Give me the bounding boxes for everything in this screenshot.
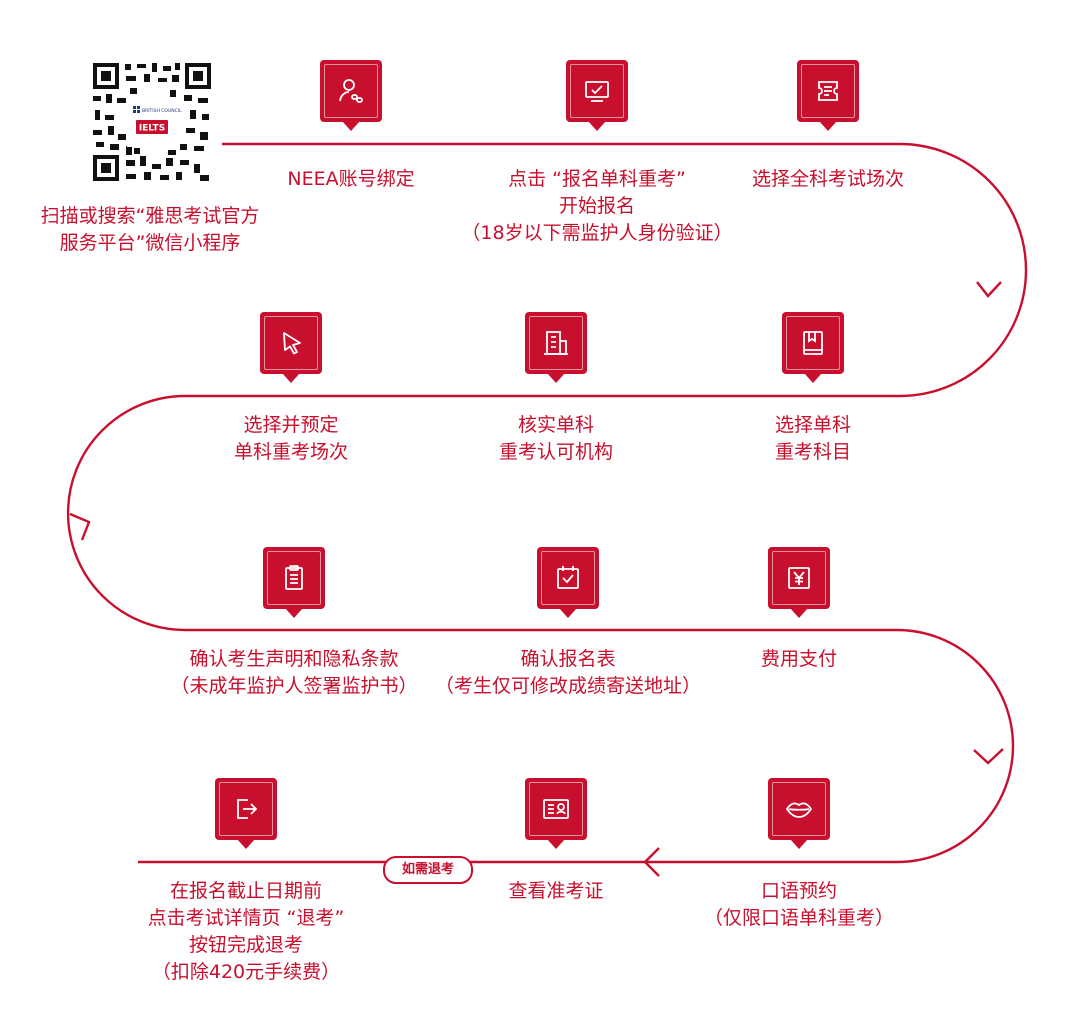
- id-card-icon: [543, 799, 569, 819]
- step-label-line: 在报名截止日期前: [169, 880, 322, 902]
- step-speaking-label: 口语预约 （仅限口语单科重考）: [589, 878, 1009, 932]
- step-confirm-statement-badge: [263, 547, 325, 618]
- step-label-line: 查看准考证: [508, 880, 604, 902]
- refund-tag: 如需退考: [383, 856, 473, 884]
- step-confirm-statement-label: 确认考生声明和隐私条款 （未成年监护人签署监护书）: [84, 646, 504, 700]
- step-select-subject-label: 选择单科 重考科目: [603, 412, 1023, 466]
- user-link-icon: [339, 79, 363, 103]
- step-confirm-form-badge: [537, 547, 599, 618]
- flow-arrow-down-right-icon: [973, 748, 1004, 765]
- step-select-full-label: 选择全科考试场次: [618, 166, 1038, 193]
- step-register-label: 点击 “报名单科重考” 开始报名 （18岁以下需监护人身份验证）: [387, 166, 807, 247]
- qr-code: BRITISH COUNCIL IELTS: [90, 60, 214, 184]
- step-withdraw-badge: [215, 778, 277, 849]
- lips-icon: [785, 802, 813, 818]
- step-admission-badge: [525, 778, 587, 849]
- step-confirm-form-label: 确认报名表 （考生仅可修改成绩寄送地址）: [358, 646, 778, 700]
- step-label-line: 单科重考场次: [233, 441, 348, 463]
- flow-arrow-down-left-icon: [69, 512, 91, 541]
- clipboard-icon: [285, 565, 303, 590]
- building-icon: [544, 331, 568, 355]
- step-label-line: 口语预约: [760, 880, 837, 902]
- step-label-line: （考生仅可修改成绩寄送地址）: [434, 675, 701, 697]
- svg-text:IELTS: IELTS: [139, 124, 165, 134]
- step-label-line: 选择全科考试场次: [751, 168, 904, 190]
- step-account-badge: [320, 60, 382, 131]
- step-register-badge: [566, 60, 628, 131]
- step-label-line: 重考认可机构: [498, 441, 613, 463]
- ticket-icon: [818, 81, 838, 101]
- qr-caption: 扫描或搜索“雅思考试官方 服务平台”微信小程序: [0, 203, 300, 257]
- step-verify-center-badge: [525, 312, 587, 383]
- calendar-check-icon: [557, 566, 579, 589]
- qr-code-icon: BRITISH COUNCIL IELTS: [90, 60, 214, 184]
- monitor-check-icon: [585, 81, 609, 102]
- step-label-line: （18岁以下需监护人身份验证）: [461, 222, 733, 244]
- step-select-full-badge: [797, 60, 859, 131]
- qr-caption-line: 扫描或搜索“雅思考试官方: [40, 205, 260, 227]
- step-label-line: 开始报名: [558, 195, 635, 217]
- step-book-session-label: 选择并预定 单科重考场次: [81, 412, 501, 466]
- step-label-line: 选择单科: [774, 414, 851, 436]
- step-payment-label: 费用支付: [589, 646, 1009, 673]
- flow-arrow-down-icon: [976, 281, 1002, 298]
- book-icon: [803, 331, 823, 355]
- step-label-line: （未成年监护人签署监护书）: [170, 675, 418, 697]
- step-label-line: 点击 “报名单科重考”: [508, 168, 686, 190]
- step-label-line: 点击考试详情页 “退考”: [147, 907, 345, 929]
- yuan-icon: [788, 567, 810, 589]
- step-payment-badge: [768, 547, 830, 618]
- step-label-line: （扣除420元手续费）: [151, 961, 341, 983]
- exit-icon: [237, 799, 258, 819]
- step-label-line: 选择并预定: [243, 414, 339, 436]
- cursor-icon: [283, 332, 301, 355]
- step-admission-label: 查看准考证: [346, 878, 766, 905]
- step-withdraw-label: 在报名截止日期前 点击考试详情页 “退考” 按钮完成退考 （扣除420元手续费）: [36, 878, 456, 986]
- step-label-line: 按钮完成退考: [188, 934, 303, 956]
- step-label-line: 费用支付: [760, 648, 837, 670]
- step-select-subject-badge: [782, 312, 844, 383]
- step-book-session-badge: [260, 312, 322, 383]
- flow-arrow-left-icon: [643, 847, 660, 877]
- svg-text:BRITISH COUNCIL: BRITISH COUNCIL: [142, 108, 182, 114]
- step-label-line: 重考科目: [774, 441, 851, 463]
- step-verify-center-label: 核实单科 重考认可机构: [346, 412, 766, 466]
- step-label-line: 核实单科: [517, 414, 594, 436]
- step-label-line: 确认考生声明和隐私条款: [189, 648, 399, 670]
- qr-caption-line: 服务平台”微信小程序: [59, 232, 241, 254]
- step-label-line: 确认报名表: [520, 648, 616, 670]
- step-speaking-badge: [768, 778, 830, 849]
- step-label-line: NEEA账号绑定: [287, 168, 415, 190]
- step-account-label: NEEA账号绑定: [141, 166, 561, 193]
- step-label-line: （仅限口语单科重考）: [703, 907, 894, 929]
